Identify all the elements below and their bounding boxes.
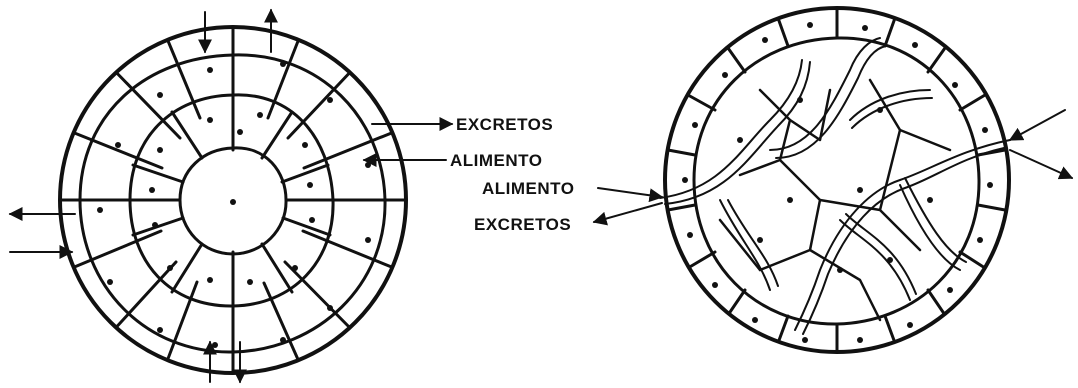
right-arrows xyxy=(592,109,1074,226)
middle-ring-walls xyxy=(131,93,332,308)
outer-ring-walls-right xyxy=(666,8,1007,352)
nuclei-right xyxy=(682,22,993,343)
left-arrows xyxy=(8,8,454,384)
arrow-alimento-in-right xyxy=(597,187,664,203)
central-cell xyxy=(178,146,288,256)
canal-system xyxy=(659,37,1011,335)
outer-ring-boundary xyxy=(78,53,387,354)
outer-ring-walls xyxy=(60,27,406,373)
inner-cell-walls xyxy=(718,78,952,322)
label-excretos-left: EXCRETOS xyxy=(456,115,553,134)
label-alimento-right: ALIMENTO xyxy=(482,179,574,198)
solid-cell-mass xyxy=(58,25,408,375)
label-alimento-left: ALIMENTO xyxy=(450,151,542,170)
arrow-out-right xyxy=(1009,149,1074,180)
nuclei xyxy=(97,61,371,348)
inner-ring-boundary xyxy=(692,36,981,326)
arrow-excretos-out-right xyxy=(592,202,663,226)
arrow-in-right xyxy=(1008,109,1066,141)
outer-membrane-right xyxy=(663,6,1011,354)
label-excretos-right: EXCRETOS xyxy=(474,215,571,234)
channeled-cell-mass xyxy=(659,6,1011,354)
